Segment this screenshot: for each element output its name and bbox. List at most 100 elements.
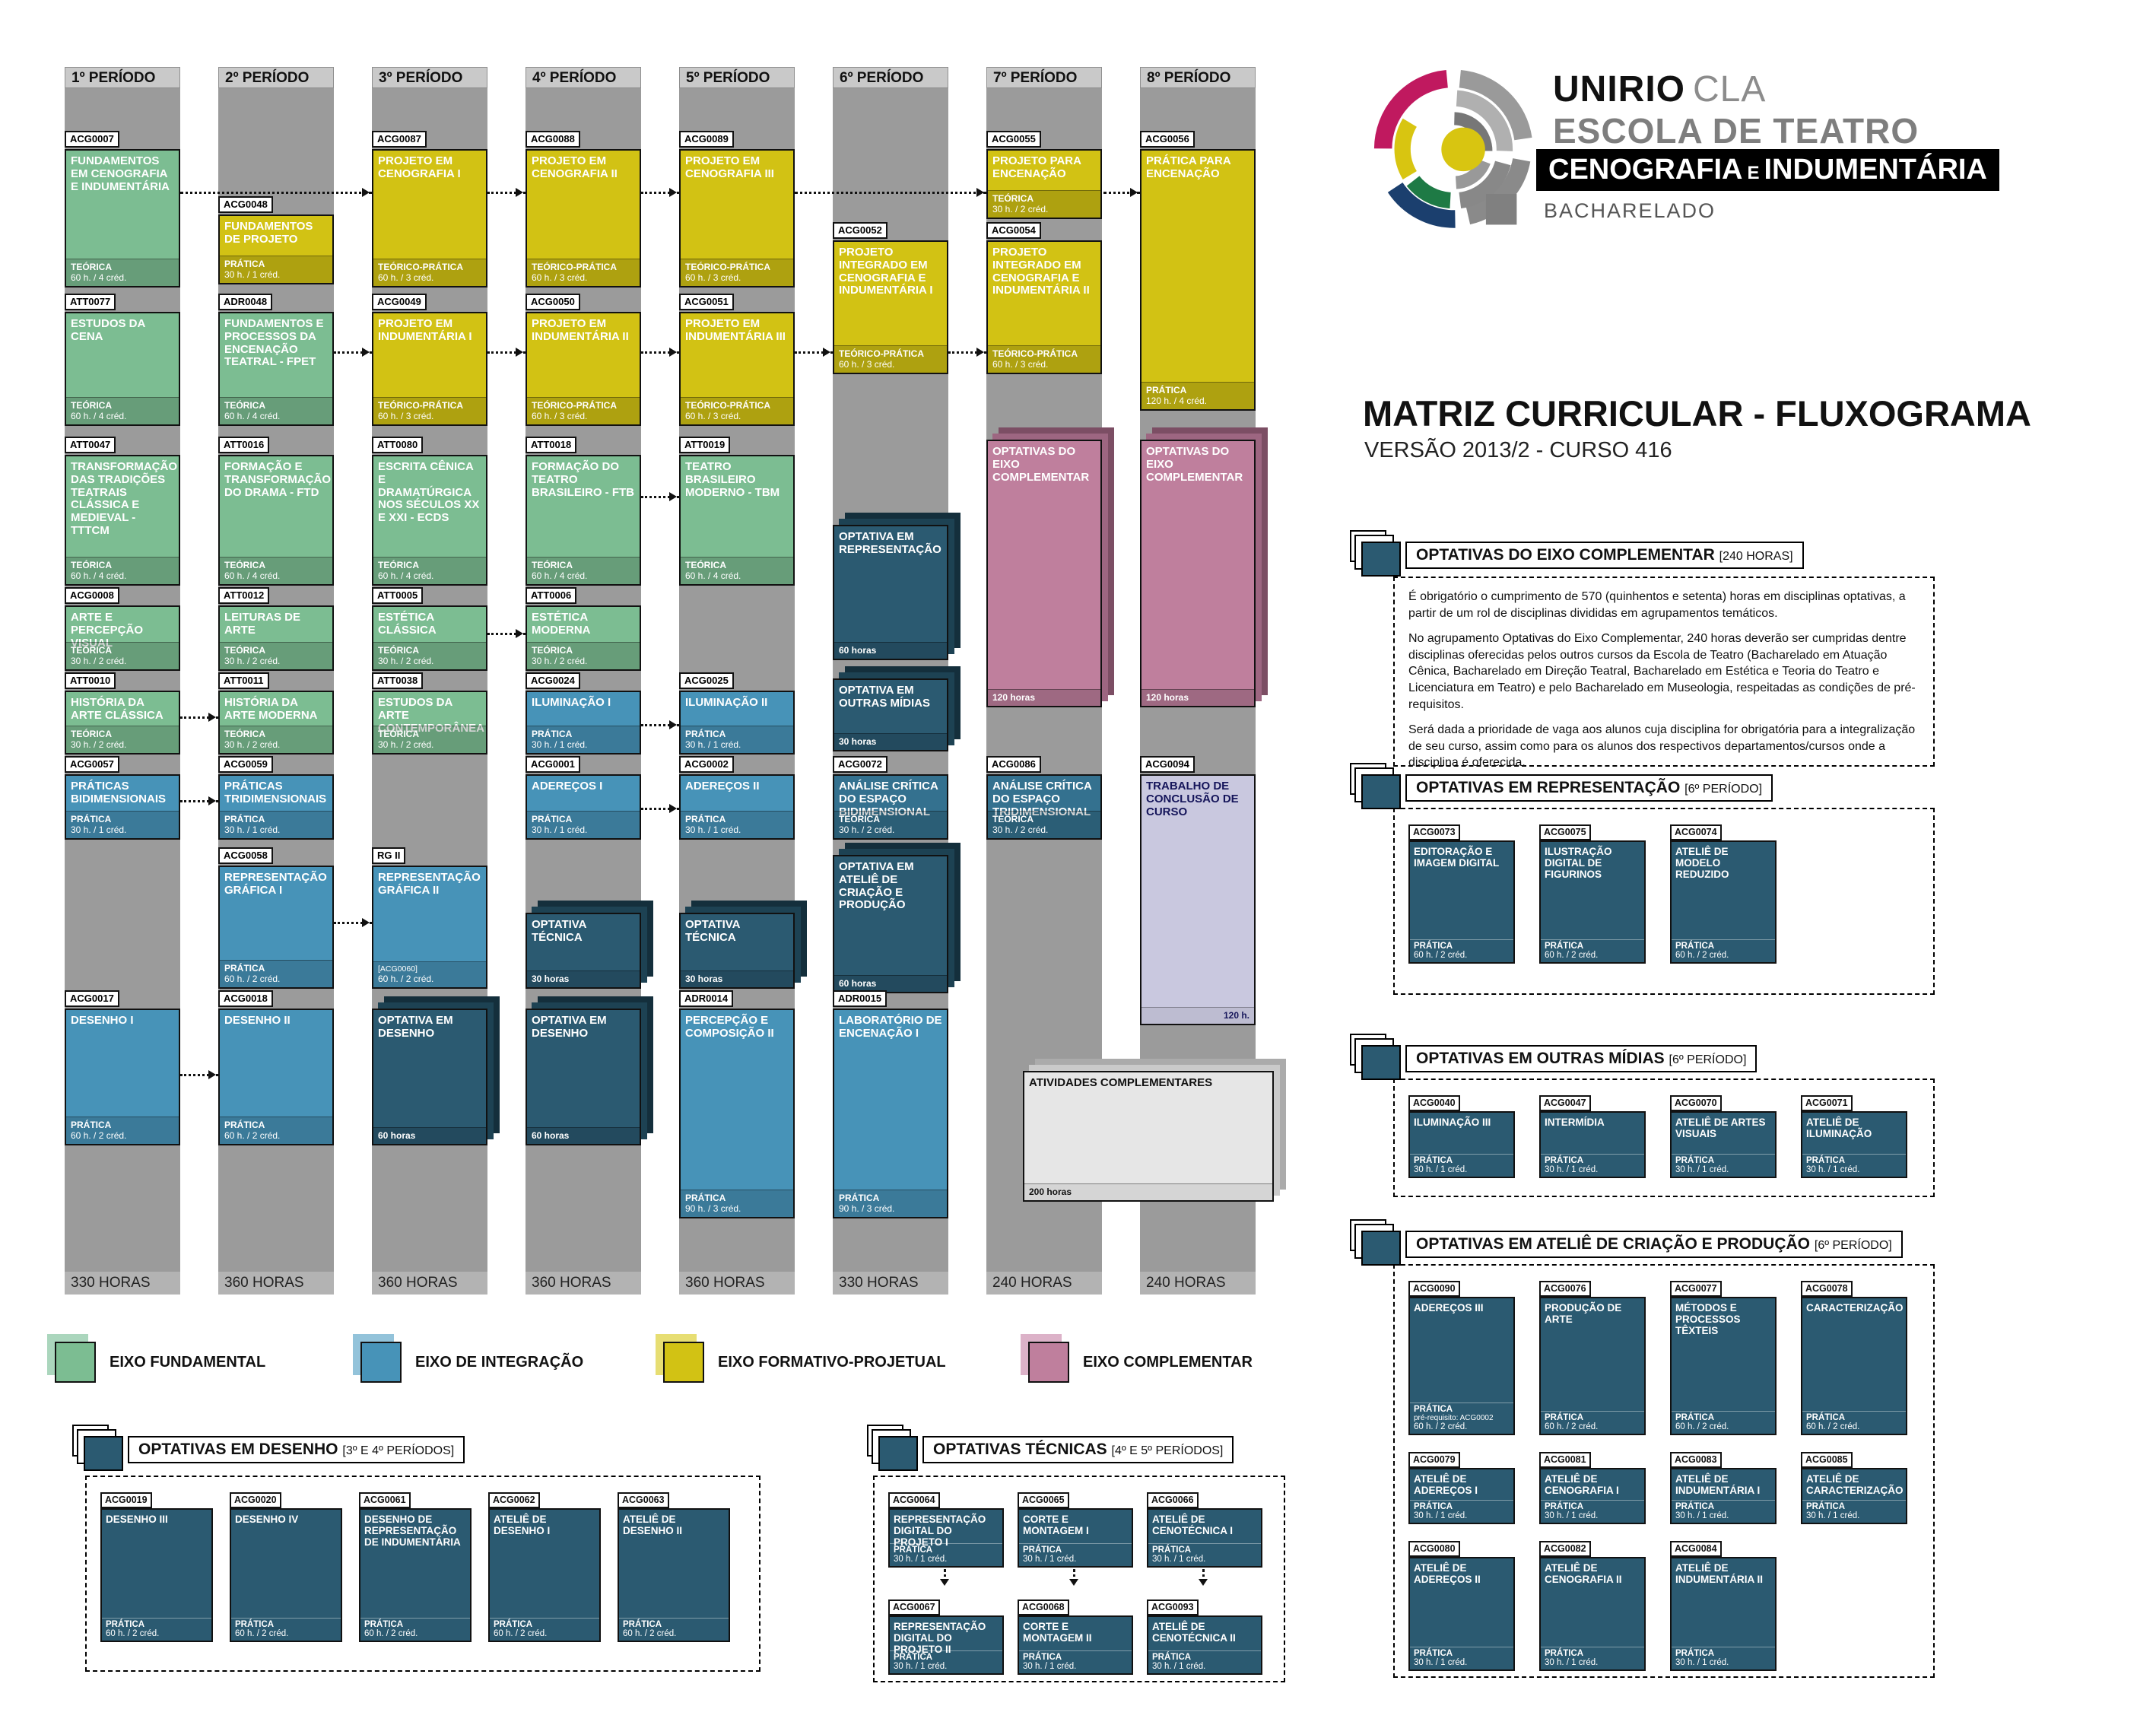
course-title: OPTATIVA EM DESENHO [378, 1014, 453, 1040]
course-title: HISTÓRIA DA ARTE MODERNA [224, 696, 318, 722]
course-card: OPTATIVA EM ATELIÊ DE CRIAÇÃO E PRODUÇÃO… [833, 855, 948, 993]
down-arrow [1145, 1569, 1261, 1586]
course-code: ACG0052 [833, 222, 887, 239]
course-card: FUNDAMENTOS EM CENOGRAFIA E INDUMENTÁRIA… [65, 149, 180, 288]
course-title: ATELIÊ DE CENOTÉCNICA I [1152, 1514, 1234, 1537]
flow-arrow [180, 713, 218, 722]
course-title: DESENHO DE REPRESENTAÇÃO DE INDUMENTÁRIA [364, 1514, 461, 1549]
course-title: REPRESENTAÇÃO GRÁFICA I [224, 871, 327, 897]
course-workload: [ACG0060]60 h. / 2 créd. [373, 961, 486, 987]
course-title: ADEREÇOS II [685, 780, 760, 793]
course-code: ACG0055 [986, 131, 1041, 148]
period-header: 1º PERÍODO [65, 67, 180, 88]
period-total-hours: 240 HORAS [1140, 1272, 1256, 1295]
course-title: PRODUÇÃO DE ARTE [1545, 1302, 1622, 1326]
course-code: ACG0088 [526, 131, 580, 148]
course-code: ACG0065 [1018, 1492, 1069, 1508]
course-code: ACG0020 [230, 1492, 281, 1508]
course-title: ADEREÇOS I [532, 780, 603, 793]
course-title: OPTATIVA TÉCNICA [685, 918, 740, 944]
flow-arrow [641, 188, 679, 197]
course-title: ATELIÊ DE ARTES VISUAIS [1675, 1117, 1766, 1140]
course-title: ATELIÊ DE ADEREÇOS I [1414, 1473, 1478, 1497]
course-title: ATELIÊ DE CENOGRAFIA I [1545, 1473, 1619, 1497]
unirio-logo [1373, 70, 1532, 228]
legend-swatch-yellow [663, 1342, 704, 1383]
flow-arrow [487, 629, 526, 638]
course-code: ACG0025 [679, 672, 734, 689]
flow-arrow [948, 348, 986, 357]
box-complementar: É obrigatório o cumprimento de 570 (quin… [1393, 577, 1935, 769]
course-card: ESCRITA CÊNICA E DRAMATÚRGICA NOS SÉCULO… [372, 455, 487, 586]
course-code: ADR0014 [679, 990, 734, 1007]
course-title: OPTATIVAS DO EIXO COMPLEMENTAR [992, 445, 1090, 484]
course-title: ATELIÊ DE INDUMENTÁRIA II [1675, 1562, 1763, 1586]
period-header: 2º PERÍODO [218, 67, 334, 88]
course-workload: 200 horas [1024, 1183, 1272, 1200]
info-paragraph: No agrupamento Optativas do Eixo Complem… [1408, 632, 1916, 711]
course-code: ACG0078 [1801, 1281, 1853, 1297]
course-title: FUNDAMENTOS EM CENOGRAFIA E INDUMENTÁRIA [71, 154, 170, 193]
flow-arrow [795, 188, 986, 197]
course-code: ATT0011 [218, 672, 269, 689]
period-header: 8º PERÍODO [1140, 67, 1256, 88]
course-card: FORMAÇÃO DO TEATRO BRASILEIRO - FTB TEÓRI… [526, 455, 641, 586]
course-workload: 60 horas [834, 975, 947, 992]
course-title: PROJETO EM CENOGRAFIA I [378, 154, 461, 180]
course-code: ACG0068 [1018, 1600, 1069, 1615]
course-title: FUNDAMENTOS DE PROJETO [224, 220, 313, 246]
flow-arrow [334, 918, 372, 927]
course-title: EDITORAÇÃO E IMAGEM DIGITAL [1414, 846, 1500, 869]
course-title: FORMAÇÃO DO TEATRO BRASILEIRO - FTB [532, 460, 634, 499]
course-code: ACG0073 [1408, 824, 1460, 840]
course-title: OPTATIVAS DO EIXO COMPLEMENTAR [1146, 445, 1243, 484]
flow-arrow [641, 492, 679, 501]
